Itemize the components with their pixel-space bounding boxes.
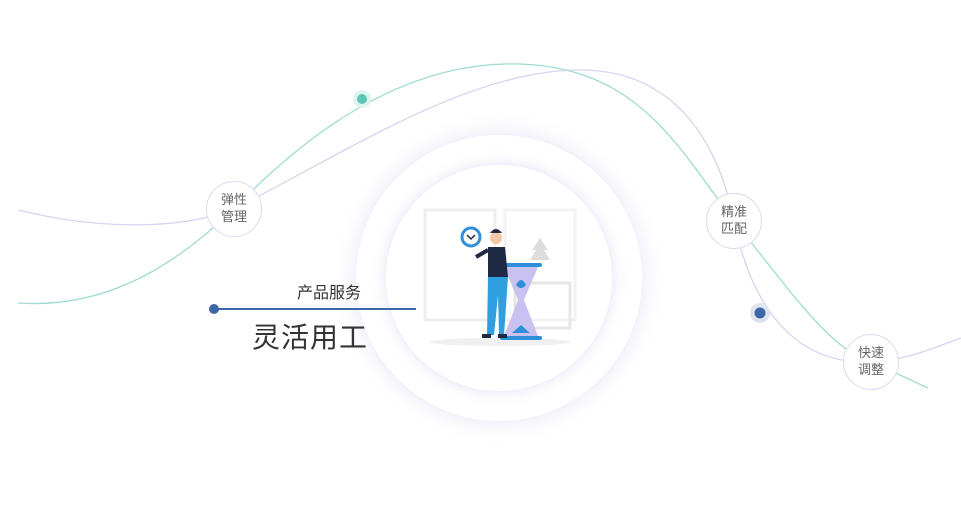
- node-label: 弹性管理: [220, 193, 247, 225]
- node-label: 精准匹配: [720, 205, 747, 237]
- node-label: 快速调整: [857, 346, 884, 378]
- hourglass-person-illustration: [423, 208, 577, 346]
- title-divider: [214, 308, 416, 310]
- node-quick-adjust[interactable]: 快速调整: [843, 334, 899, 390]
- node-precise-matching[interactable]: 精准匹配: [706, 193, 762, 249]
- node-flexible-management[interactable]: 弹性管理: [206, 181, 262, 237]
- section-title: 灵活用工: [252, 321, 369, 354]
- section-subtitle: 产品服务: [297, 283, 362, 302]
